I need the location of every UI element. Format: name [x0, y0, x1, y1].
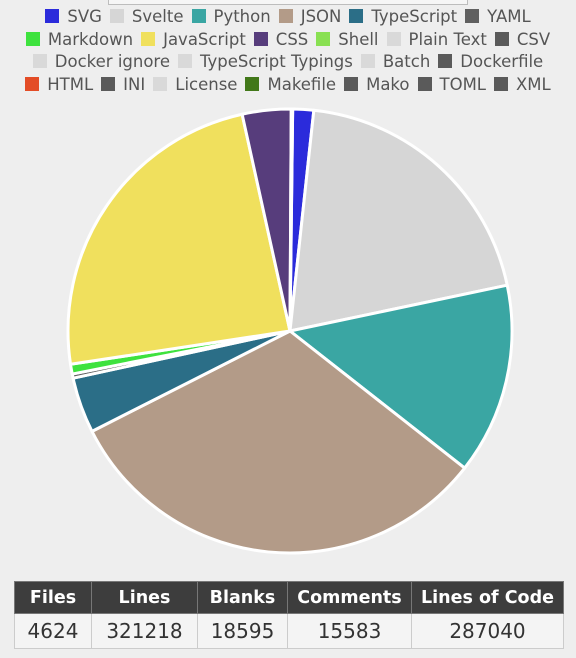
legend-swatch: [438, 54, 453, 68]
legend-swatch: [349, 9, 364, 23]
legend-label: TOML: [439, 74, 487, 94]
header-files: Files: [14, 581, 92, 614]
legend-item-yaml[interactable]: YAML: [465, 6, 531, 29]
legend-swatch: [32, 54, 47, 68]
value-lines-of-code: 287040: [411, 613, 564, 649]
header-lines: Lines: [91, 581, 198, 614]
legend-swatch: [245, 76, 260, 91]
legend-item-plain-text[interactable]: Plain Text: [386, 29, 487, 52]
legend-swatch: [386, 31, 401, 46]
legend-label: Batch: [382, 52, 431, 71]
legend-swatch: [191, 9, 206, 23]
value-blanks: 18595: [197, 613, 288, 649]
value-comments: 15583: [287, 613, 412, 649]
legend-label: Markdown: [47, 29, 134, 49]
header-lines-of-code: Lines of Code: [411, 581, 564, 614]
legend-item-mako[interactable]: Mako: [344, 74, 410, 97]
legend-item-html[interactable]: HTML: [25, 74, 93, 97]
legend-item-dockerfile[interactable]: Dockerfile: [438, 51, 543, 74]
legend-label: CSS: [275, 29, 309, 49]
legend-label: JSON: [300, 7, 342, 26]
legend-item-svg[interactable]: SVG: [45, 6, 102, 29]
legend-swatch: [45, 9, 60, 23]
legend-label: SVG: [67, 7, 102, 26]
legend-swatch: [316, 31, 331, 46]
legend-item-python[interactable]: Python: [191, 6, 271, 29]
legend-label: INI: [123, 74, 146, 94]
value-files: 4624: [14, 613, 92, 649]
legend-item-shell[interactable]: Shell: [316, 29, 379, 52]
legend-item-docker-ignore[interactable]: Docker ignore: [32, 51, 170, 74]
legend-item-markdown[interactable]: Markdown: [25, 29, 134, 52]
stats-value-row: 4624 321218 18595 15583 287040: [14, 613, 564, 649]
legend-label: TypeScript: [371, 7, 458, 26]
legend-swatch: [417, 76, 432, 91]
legend-item-xml[interactable]: XML: [494, 74, 551, 97]
legend-item-batch[interactable]: Batch: [360, 51, 431, 74]
header-blanks: Blanks: [197, 581, 288, 614]
legend-label: Plain Text: [408, 29, 487, 49]
legend-item-css[interactable]: CSS: [253, 29, 309, 52]
legend-label: Shell: [338, 29, 379, 49]
header-comments: Comments: [287, 581, 412, 614]
legend-swatch: [253, 31, 268, 46]
legend-swatch: [153, 76, 168, 91]
legend-label: Dockerfile: [460, 52, 544, 71]
legend-label: Docker ignore: [54, 52, 170, 71]
legend-label: XML: [516, 74, 551, 94]
legend-item-ini[interactable]: INI: [101, 74, 145, 97]
legend-item-javascript[interactable]: JavaScript: [141, 29, 246, 52]
legend-swatch: [101, 76, 116, 91]
legend-label: Python: [213, 7, 271, 26]
legend-swatch: [25, 31, 40, 46]
stats-table: Files Lines Blanks Comments Lines of Cod…: [14, 581, 564, 649]
legend-label: Svelte: [131, 7, 184, 26]
legend-label: TypeScript Typings: [200, 52, 353, 71]
legend-label: JavaScript: [163, 29, 246, 49]
legend-swatch: [109, 9, 124, 23]
legend-item-license[interactable]: License: [153, 74, 237, 97]
legend-swatch: [360, 54, 375, 68]
legend-swatch: [141, 31, 156, 46]
legend-item-typescript-typings[interactable]: TypeScript Typings: [178, 51, 353, 74]
legend-item-typescript[interactable]: TypeScript: [349, 6, 457, 29]
stats-header-row: Files Lines Blanks Comments Lines of Cod…: [14, 581, 564, 614]
legend-item-toml[interactable]: TOML: [417, 74, 487, 97]
pie-slice-javascript[interactable]: [66, 112, 292, 366]
pie-slice-json[interactable]: [90, 329, 467, 555]
value-lines: 321218: [91, 613, 198, 649]
legend-swatch: [178, 54, 192, 68]
legend-label: Mako: [366, 74, 410, 94]
legend-label: Makefile: [267, 74, 337, 94]
pie-slice-plain-text[interactable]: [288, 107, 295, 333]
pie-slice-svelte[interactable]: [288, 108, 509, 333]
chart-legend: SVG Svelte Python JSON TypeScript YAML Markdow…: [0, 6, 576, 96]
legend-item-json[interactable]: JSON: [278, 6, 342, 29]
legend-swatch: [494, 76, 508, 91]
top-input-strip: [108, 0, 468, 5]
legend-label: CSV: [516, 29, 551, 49]
legend-item-csv[interactable]: CSV: [494, 29, 551, 52]
legend-swatch: [278, 9, 293, 23]
legend-item-makefile[interactable]: Makefile: [245, 74, 336, 97]
legend-swatch: [344, 76, 359, 91]
legend-swatch: [465, 9, 480, 23]
legend-swatch: [25, 76, 40, 91]
legend-item-svelte[interactable]: Svelte: [109, 6, 184, 29]
language-pie-chart: [66, 107, 514, 555]
legend-label: YAML: [487, 7, 531, 26]
legend-swatch: [494, 31, 509, 46]
pie-slice-python[interactable]: [288, 283, 514, 470]
legend-label: License: [175, 74, 238, 94]
legend-label: HTML: [47, 74, 94, 94]
